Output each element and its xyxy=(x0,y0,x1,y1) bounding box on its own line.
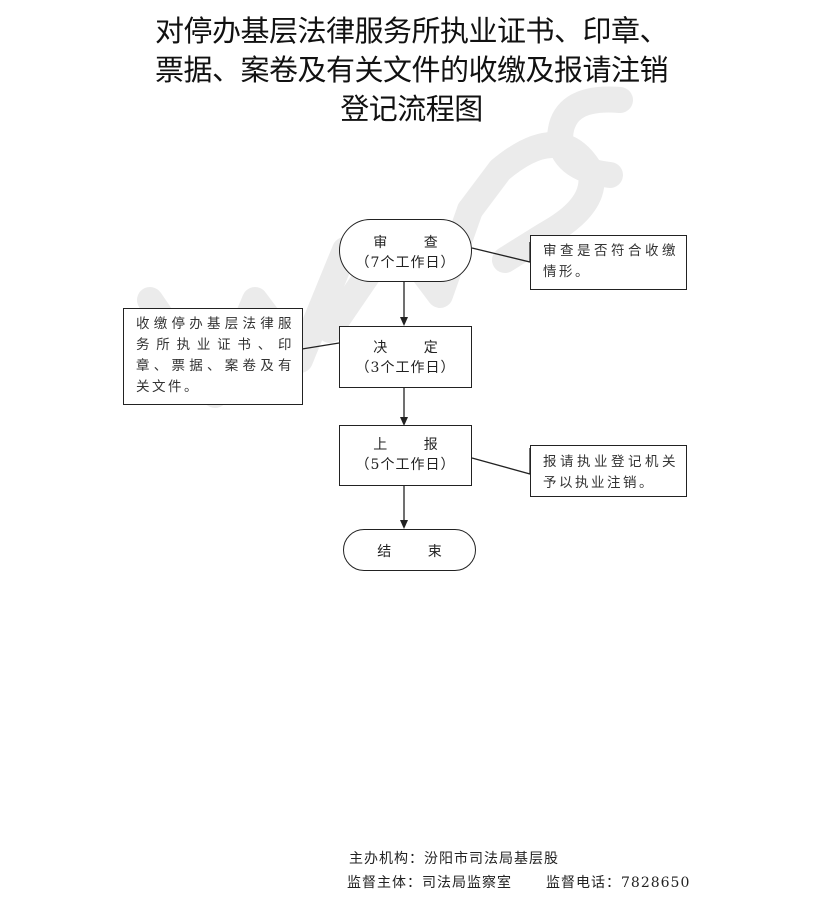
title-line-2: 票据、案卷及有关文件的收缴及报请注销 xyxy=(154,53,669,87)
title-line-3: 登记流程图 xyxy=(340,92,483,126)
step-decision-duration: （3个工作日） xyxy=(355,360,456,376)
note-review: 审查是否符合收缴情形。 xyxy=(530,235,687,290)
footer-supervision: 监督主体：司法局监察室 监督电话：7828650 xyxy=(347,872,690,892)
footer-organizer-label: 主办机构： xyxy=(349,851,424,867)
diagram-title: 对停办基层法律服务所执业证书、印章、 票据、案卷及有关文件的收缴及报请注销 登记… xyxy=(0,12,823,129)
step-report-label: 上 报 xyxy=(373,437,454,453)
note-decision: 收缴停办基层法律服务所执业证书、印章、票据、案卷及有关文件。 xyxy=(123,308,303,405)
footer-organizer: 主办机构：汾阳市司法局基层股 xyxy=(349,848,559,868)
arrowhead-2 xyxy=(400,417,408,426)
step-review: 审 查 （7个工作日） xyxy=(339,219,472,282)
footer-phone-label: 监督电话： xyxy=(546,875,621,891)
callout-report xyxy=(471,448,531,475)
arrowhead-3 xyxy=(400,520,408,529)
footer-organizer-value: 汾阳市司法局基层股 xyxy=(424,851,559,867)
step-end-label: 结 束 xyxy=(377,544,458,560)
step-decision-label: 决 定 xyxy=(373,340,454,356)
step-end: 结 束 xyxy=(343,529,476,571)
title-line-1: 对停办基层法律服务所执业证书、印章、 xyxy=(154,14,669,48)
step-review-label: 审 查 xyxy=(373,235,454,251)
note-report: 报请执业登记机关予以执业注销。 xyxy=(530,445,687,497)
arrowhead-1 xyxy=(400,317,408,326)
footer-supervisor-label: 监督主体： xyxy=(347,875,422,891)
step-report: 上 报 （5个工作日） xyxy=(339,425,472,486)
footer-supervisor-value: 司法局监察室 xyxy=(422,875,512,891)
footer-phone-value: 7828650 xyxy=(621,875,691,891)
step-decision: 决 定 （3个工作日） xyxy=(339,326,472,388)
step-report-duration: （5个工作日） xyxy=(355,457,456,473)
step-review-duration: （7个工作日） xyxy=(355,255,456,271)
